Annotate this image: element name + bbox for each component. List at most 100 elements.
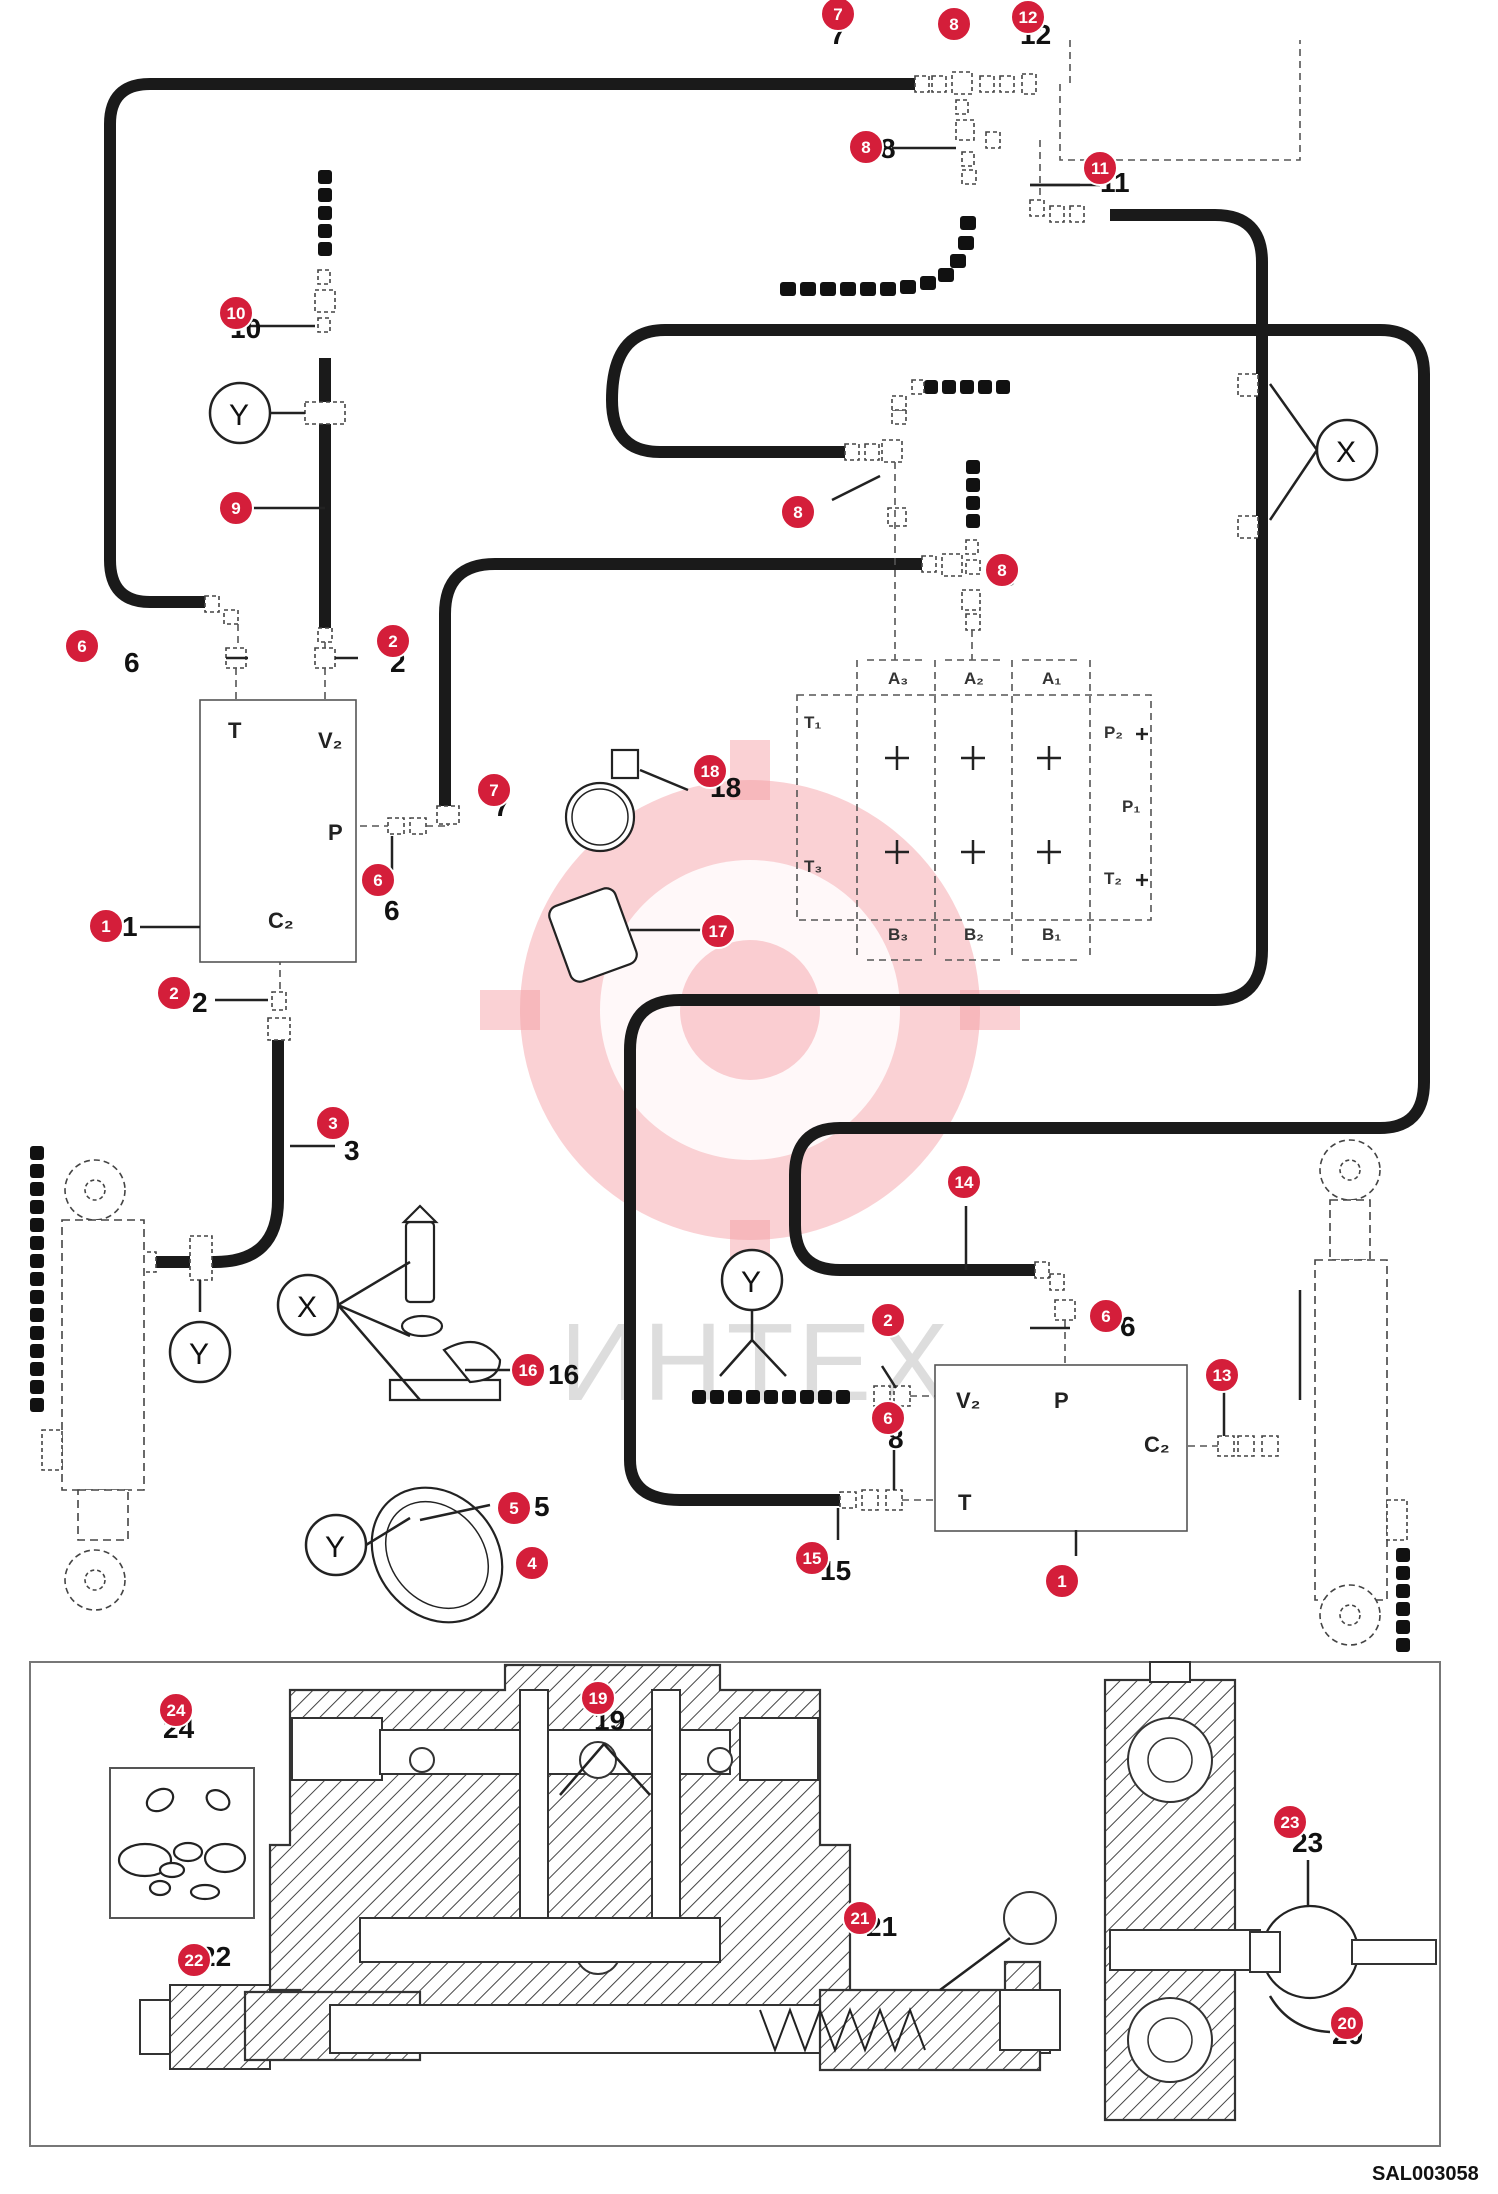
port-a1: A₁ [1042, 669, 1061, 688]
callout-badge-circle [218, 490, 254, 526]
chain-valve-right [966, 460, 980, 528]
callout-badge-3: 3 [315, 1105, 351, 1141]
callout-badge-circle [936, 6, 972, 42]
callout-badge-circle [1044, 1563, 1080, 1599]
callout-badge-8: 8 [984, 552, 1020, 588]
label-6-left: 6 [124, 647, 140, 678]
callout-badge-2: 2 [156, 975, 192, 1011]
callout-badge-number: 8 [949, 15, 958, 34]
part-18-clamp [564, 748, 689, 853]
label-6-p: 6 [384, 895, 400, 926]
chain-cyl-right [1396, 1548, 1410, 1652]
valve-lower-port-t: T [958, 1490, 972, 1515]
label-8-top: 8 [880, 133, 896, 164]
callout-badge-14: 14 [946, 1164, 982, 1200]
callout-badge-21: 21 [842, 1900, 878, 1936]
valve-upper-port-c2: C₂ [268, 908, 294, 933]
watermark-logo: ИНТЕХ [480, 740, 1020, 1424]
hose-11-right [624, 209, 1268, 1506]
callout-badge-10: 10 [218, 295, 254, 331]
callout-badge-2: 2 [375, 623, 411, 659]
leader-19 [559, 1743, 651, 1796]
callout-badge-circle [158, 1692, 194, 1728]
callout-badge-circle [315, 1105, 351, 1141]
callout-badge-20: 20 [1329, 2005, 1365, 2041]
callout-badge-number: 24 [167, 1701, 186, 1720]
callout-badge-circle [476, 772, 512, 808]
valve-lower-port-p: P [1054, 1388, 1069, 1413]
callout-badge-circle [1204, 1357, 1240, 1393]
callout-badge-circle [580, 1680, 616, 1716]
control-valve: A₃ A₂ A₁ B₃ B₂ B₁ T₁ T₃ P₂ P₁ T₂ [796, 659, 1152, 961]
callout-badge-circle [794, 1540, 830, 1576]
callout-badge-11: 11 [1082, 150, 1118, 186]
callout-badge-1: 1 [1044, 1563, 1080, 1599]
callout-badge-9: 9 [218, 490, 254, 526]
callout-badge-circle [360, 862, 396, 898]
callout-badge-number: 21 [851, 1909, 870, 1928]
callout-badge-circle [820, 0, 856, 32]
callout-badge-15: 15 [794, 1540, 830, 1576]
valve-lower-port-v2: V₂ [956, 1388, 980, 1413]
label-5: 5 [534, 1491, 550, 1522]
callout-badge-6: 6 [360, 862, 396, 898]
part-17-sleeve [548, 887, 702, 983]
callout-badge-number: 2 [388, 632, 397, 651]
callout-badge-number: 1 [101, 917, 110, 936]
detail-y-left: Y [189, 1338, 209, 1371]
callout-badge-number: 2 [883, 1311, 892, 1330]
callout-badge-circle [1082, 150, 1118, 186]
callout-badge-circle [176, 1942, 212, 1978]
callout-badge-6: 6 [64, 628, 100, 664]
callout-badge-8: 8 [936, 6, 972, 42]
callout-badge-number: 5 [509, 1499, 518, 1518]
callout-badge-circle [700, 913, 736, 949]
hose-7-left [104, 78, 915, 608]
callout-badge-number: 14 [955, 1173, 974, 1192]
callout-badge-16: 16 [510, 1352, 546, 1388]
chain-left-vertical [318, 170, 332, 256]
callout-badge-6: 6 [1088, 1298, 1124, 1334]
callout-badge-number: 20 [1338, 2014, 1357, 2033]
callout-badge-number: 6 [373, 871, 382, 890]
callout-badge-circle [1329, 2005, 1365, 2041]
callout-badge-number: 3 [328, 1114, 337, 1133]
detail-y-top: Y [229, 399, 249, 432]
port-t1: T₁ [804, 713, 821, 732]
cylinder-left [41, 1159, 145, 1611]
callout-badge-number: 18 [701, 762, 720, 781]
callout-badge-7: 7 [476, 772, 512, 808]
port-t2: T₂ [1104, 869, 1122, 888]
callout-badge-2: 2 [870, 1302, 906, 1338]
relief-valve-section [1103, 1661, 1437, 2122]
callout-badge-number: 1 [1057, 1572, 1066, 1591]
leaders [140, 146, 1226, 1556]
callout-badge-circle [692, 753, 728, 789]
chain-segments [30, 170, 1410, 1652]
section-detail-frame: 24 P1 19 21 [29, 1661, 1441, 2147]
valve-section-body: P1 [139, 1663, 1061, 2072]
callout-badge-number: 8 [793, 503, 802, 522]
port-b3: B₃ [888, 925, 908, 944]
callout-badge-24: 24 [158, 1692, 194, 1728]
part-4-5-clamp [370, 1486, 504, 1624]
callout-badge-circle [88, 908, 124, 944]
chain-valve-top [924, 380, 1010, 394]
port-t3: T₃ [804, 857, 822, 876]
callout-badge-23: 23 [1272, 1804, 1308, 1840]
callout-badge-number: 7 [833, 5, 842, 24]
port-b2: B₂ [964, 925, 984, 944]
callout-badge-circle [842, 1900, 878, 1936]
callout-badge-circle [156, 975, 192, 1011]
callout-badge-number: 9 [231, 499, 240, 518]
callout-badge-number: 15 [803, 1549, 822, 1568]
callout-badge-circle [870, 1400, 906, 1436]
callout-badge-circle [946, 1164, 982, 1200]
part-16-bracket [388, 1204, 520, 1402]
callout-badge-18: 18 [692, 753, 728, 789]
port-p1: P₁ [1122, 797, 1140, 816]
port-p2: P₂ [1104, 723, 1123, 742]
callout-badge-number: 16 [519, 1361, 538, 1380]
callout-badge-number: 6 [883, 1409, 892, 1428]
